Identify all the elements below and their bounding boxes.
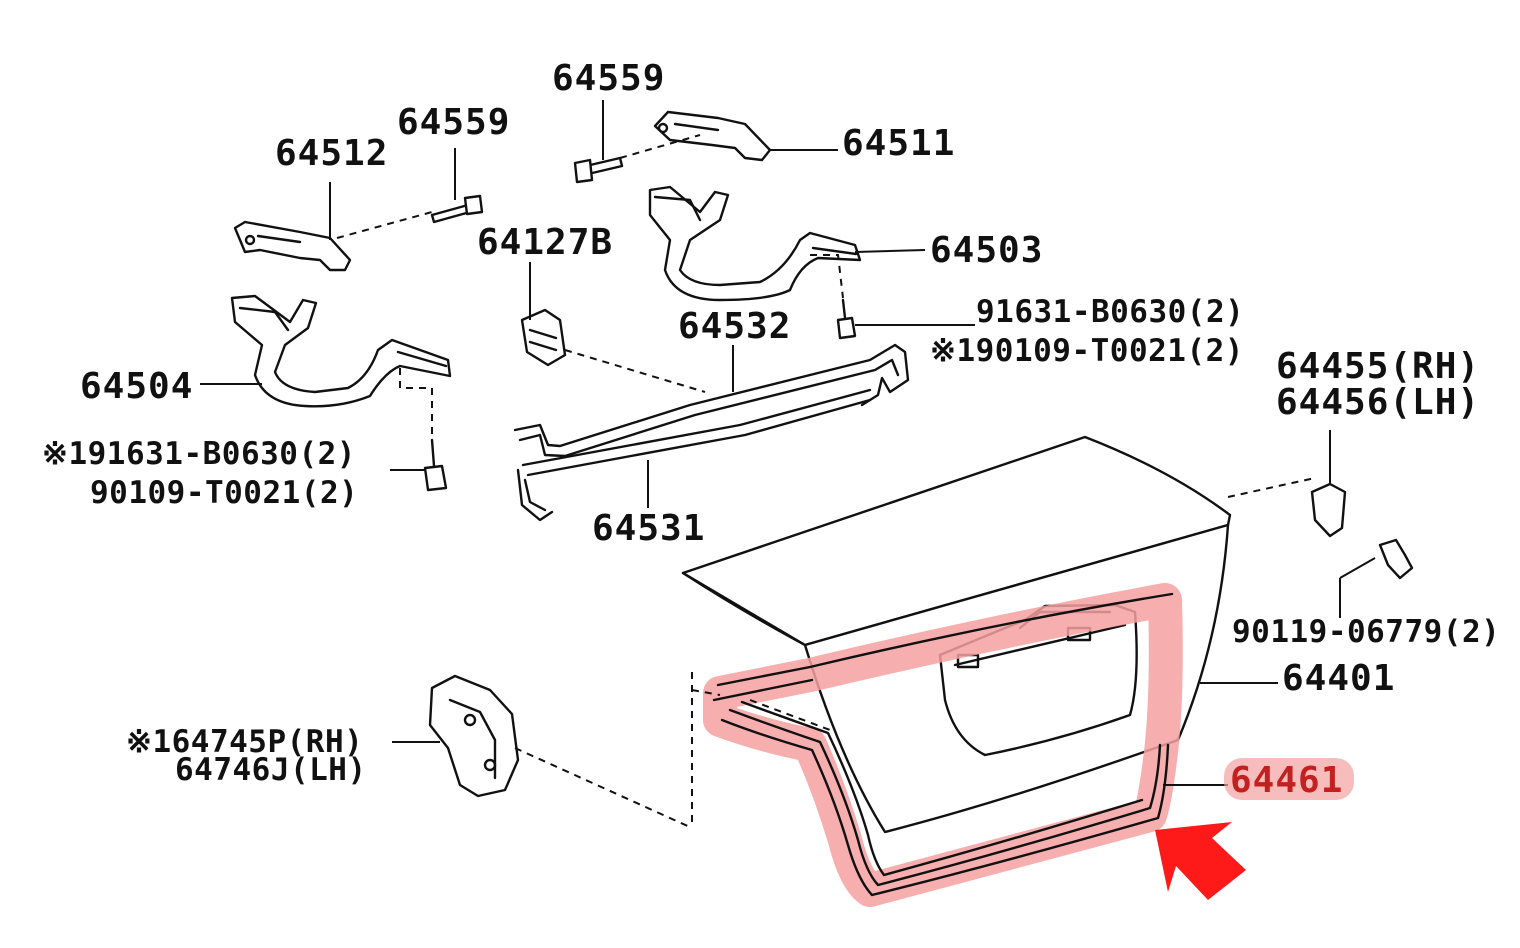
label-64455: 64455(RH) bbox=[1276, 346, 1480, 387]
hinge-64504 bbox=[230, 294, 452, 408]
bracket-64745p-64746j bbox=[428, 674, 520, 798]
label-64461-highlight: 64461 bbox=[1224, 758, 1354, 801]
bolt-64559-top bbox=[573, 156, 624, 184]
label-64532: 64532 bbox=[678, 306, 791, 347]
label-64746j: 64746J(LH) bbox=[175, 752, 367, 788]
hinge-bolt-right bbox=[836, 298, 857, 340]
label-64531: 64531 bbox=[592, 508, 705, 549]
label-64127b: 64127B bbox=[477, 222, 613, 263]
label-64461: 64461 bbox=[1230, 760, 1343, 801]
label-64504: 64504 bbox=[80, 366, 193, 407]
dashed-connectors bbox=[336, 134, 1316, 829]
label-bolt-left-1: ※191631-B0630(2) bbox=[42, 436, 356, 472]
arrow-pointer-icon bbox=[1155, 822, 1246, 900]
label-bolt-right-1: 91631-B0630(2) bbox=[976, 294, 1244, 330]
label-64456: 64456(LH) bbox=[1276, 382, 1480, 423]
torsion-bar-64531 bbox=[516, 388, 872, 522]
label-90119: 90119-06779(2) bbox=[1232, 614, 1500, 650]
label-bolt-right-2: ※190109-T0021(2) bbox=[930, 333, 1244, 369]
label-64559-left: 64559 bbox=[397, 102, 510, 143]
bracket-64127b bbox=[520, 308, 567, 367]
label-64559-top: 64559 bbox=[552, 58, 665, 99]
leader-lines bbox=[200, 100, 1376, 786]
hinge-cover-64512 bbox=[233, 220, 352, 272]
part-labels: 64559 64559 64512 64511 64127B 64503 645… bbox=[42, 58, 1500, 788]
hinge-bolt-left bbox=[423, 438, 448, 492]
hinge-cover-64511 bbox=[653, 110, 772, 162]
label-64401: 64401 bbox=[1282, 658, 1395, 699]
label-64745p: ※164745P(RH) bbox=[126, 724, 363, 760]
hinge-64503 bbox=[648, 185, 862, 302]
label-64511: 64511 bbox=[842, 123, 955, 164]
label-64503: 64503 bbox=[930, 230, 1043, 271]
weatherstrip-64461 bbox=[703, 583, 1183, 907]
label-bolt-left-2: 90109-T0021(2) bbox=[90, 475, 358, 511]
bolt-64559-left bbox=[430, 194, 484, 224]
label-64512: 64512 bbox=[275, 133, 388, 174]
stopper-64455-64456 bbox=[1310, 482, 1414, 580]
torsion-bar-64532 bbox=[513, 343, 910, 458]
